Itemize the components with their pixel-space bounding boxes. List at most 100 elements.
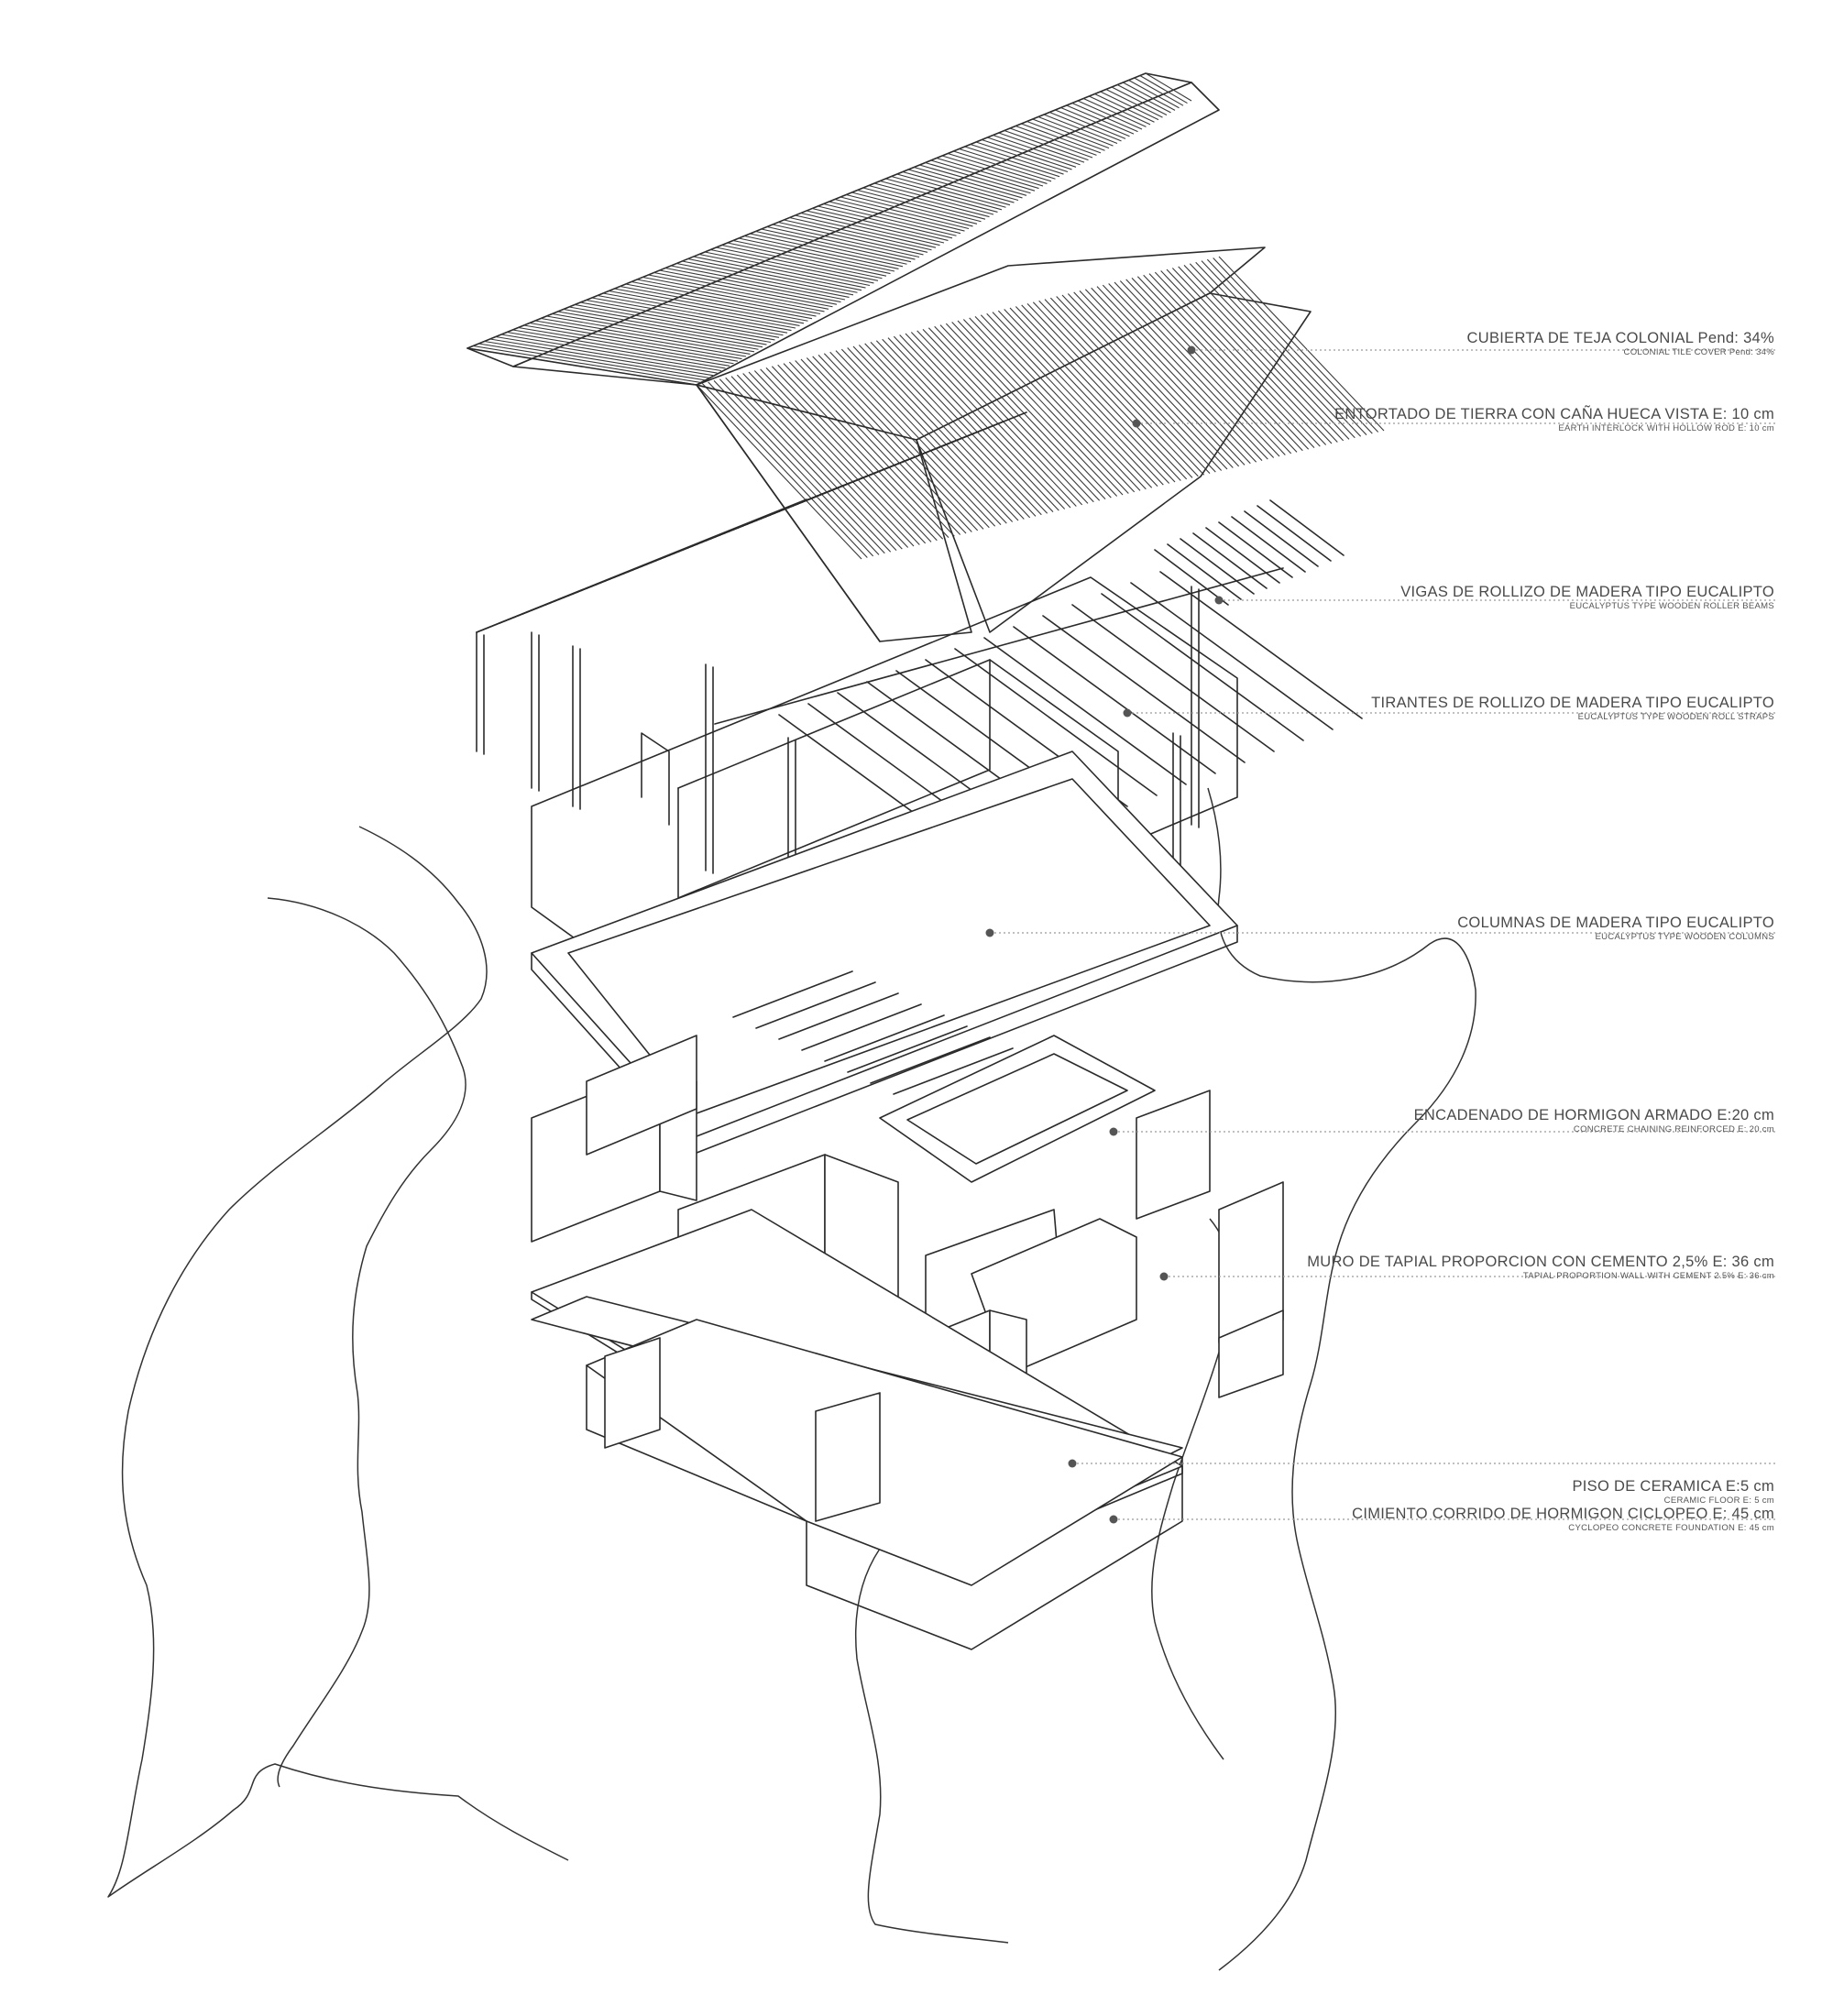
roof-tile-line	[1128, 80, 1180, 109]
label-es: ENTORTADO DE TIERRA CON CAÑA HUECA VISTA…	[1334, 406, 1774, 422]
roof-tile-line	[800, 358, 967, 534]
roof-tile-line	[998, 132, 1085, 163]
roof-tile-line	[1123, 82, 1176, 111]
beam-ridge-line	[476, 499, 807, 633]
roof-tile-line	[500, 334, 722, 372]
joist-line	[870, 1036, 991, 1084]
roof-tile-line	[910, 332, 1077, 507]
roof-tile-line	[1105, 89, 1163, 118]
roof-tile-line	[880, 180, 998, 213]
joist-line	[893, 1047, 1014, 1095]
roof-tile-line	[885, 178, 1003, 211]
roof-tile-line	[1044, 299, 1211, 475]
roof-tile-line	[784, 219, 928, 253]
roof-tile-line	[563, 308, 767, 345]
roof-tile-line	[795, 360, 961, 535]
roof-tile-line	[1134, 77, 1184, 106]
beam-line	[1180, 538, 1255, 595]
joist-line	[824, 1014, 945, 1062]
roof-tile-line	[823, 353, 990, 529]
roof-tile-line	[727, 242, 887, 277]
roof-tile-line	[1056, 296, 1223, 471]
roof-tile-line	[953, 150, 1052, 182]
roof-tile-line	[1032, 301, 1199, 477]
roof-tile-line	[518, 326, 734, 365]
roof-tile-line	[701, 383, 868, 558]
roof-tile-line	[840, 196, 970, 230]
roof-tile-line	[1116, 84, 1171, 114]
roof-tile-line	[1143, 274, 1310, 450]
roof-tile-line	[1043, 114, 1118, 145]
roof-tile-line	[922, 328, 1089, 504]
roof-tile-line	[730, 376, 897, 552]
roof-tile-line	[1111, 86, 1168, 115]
roof-tile-line	[750, 233, 904, 268]
roof-tile-line	[1145, 72, 1192, 102]
roof-tile-line	[902, 170, 1015, 203]
label-es: TIRANTES DE ROLLIZO DE MADERA TIPO EUCAL…	[1371, 695, 1774, 711]
roof-tile-line	[806, 210, 945, 244]
beam-line	[1167, 543, 1242, 600]
roof-tile-line	[964, 146, 1060, 178]
upper-wall-top-edge	[677, 659, 991, 789]
label-earth-interlock: ENTORTADO DE TIERRA CON CAÑA HUECA VISTA…	[1334, 406, 1774, 434]
roof-tile-line	[1094, 93, 1155, 123]
roof-tile-line	[887, 337, 1054, 513]
roof-tile-line	[541, 317, 751, 355]
roof-tile-line	[1160, 270, 1327, 445]
roof-tile-line	[1178, 266, 1345, 442]
roof-tile-line	[736, 374, 903, 550]
beam-line	[1244, 510, 1319, 567]
roof-tile-line	[812, 207, 949, 241]
roof-tile-line	[1119, 280, 1286, 455]
roof-tile-line	[1067, 293, 1234, 468]
label-roof-cover: CUBIERTA DE TEJA COLONIAL Pend: 34% COLO…	[1467, 330, 1774, 358]
roof-tile-line	[713, 379, 880, 555]
joist-line	[755, 981, 876, 1029]
roof-tile-line	[1015, 306, 1181, 481]
strap-line	[954, 648, 1158, 796]
roof-tile-line	[987, 137, 1077, 168]
label-es: CIMIENTO CORRIDO DE HORMIGON CICLOPEO E:…	[1352, 1506, 1774, 1522]
roof-tile-line	[868, 184, 990, 218]
beam-line	[1231, 516, 1306, 573]
roof-tile-line	[930, 159, 1036, 192]
beam-line	[1192, 532, 1268, 589]
roof-tile-line	[1021, 123, 1102, 154]
roof-tile-line	[818, 205, 953, 239]
roof-tile-line	[882, 338, 1048, 514]
roof-tile-line	[512, 329, 730, 367]
roof-tile-line	[1148, 273, 1315, 449]
roof-tile-line	[1084, 289, 1251, 465]
roof-tile-line	[716, 247, 879, 281]
roof-tile-line	[725, 377, 892, 553]
roof-tile-line	[1073, 291, 1240, 467]
roof-tile-line	[1154, 271, 1321, 447]
roof-tile-line	[1089, 95, 1151, 126]
label-en: EUCALYPTUS TYPE WOODEN ROLL STRAPS	[1577, 712, 1774, 722]
roof-tile-line	[1015, 125, 1097, 156]
roof-tile-line	[1026, 120, 1105, 151]
roof-tile-line	[818, 354, 984, 530]
label-ring-beam: ENCADENADO DE HORMIGON ARMADO E:20 cm CO…	[1414, 1107, 1774, 1135]
roof-tile-line	[1038, 300, 1205, 476]
roof-tile-line	[959, 148, 1056, 180]
roof-tile-line	[748, 371, 915, 547]
label-foundation: CIMIENTO CORRIDO DE HORMIGON CICLOPEO E:…	[1352, 1506, 1774, 1534]
beam-line	[1269, 499, 1345, 556]
roof-tile-line	[1061, 294, 1228, 470]
strap-line	[1101, 593, 1304, 741]
roof-tile-line	[597, 294, 792, 332]
label-es: PISO DE CERAMICA E:5 cm	[1572, 1478, 1774, 1495]
roof-tile-line	[1171, 268, 1338, 443]
upper-wall-stub	[641, 732, 670, 826]
roof-tile-line	[812, 356, 979, 531]
roof-tile-line	[873, 182, 994, 215]
roof-tile-line	[753, 370, 920, 545]
roof-tile-line	[478, 343, 706, 381]
roof-tile-line	[974, 315, 1141, 491]
label-en: EARTH INTERLOCK WITH HOLLOW ROD E: 10 cm	[1558, 423, 1774, 433]
roof-tile-line	[580, 301, 780, 338]
roof-tile-line	[986, 312, 1153, 488]
roof-tile-line	[783, 363, 949, 539]
